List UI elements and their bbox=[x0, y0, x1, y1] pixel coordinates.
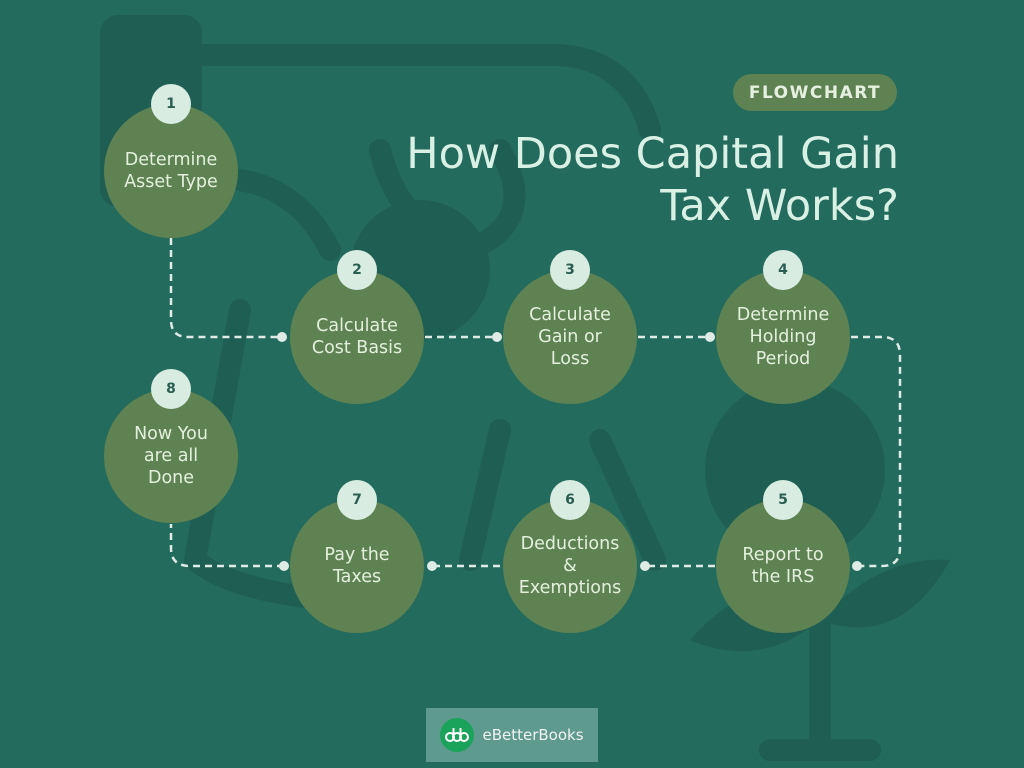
step-2-node: Calculate Cost Basis bbox=[290, 270, 424, 404]
brand-name: eBetterBooks bbox=[482, 726, 584, 744]
step-1-label: Determine Asset Type bbox=[124, 150, 218, 192]
step-7-node: Pay the Taxes bbox=[290, 499, 424, 633]
step-6-number-badge: 6 bbox=[550, 480, 590, 520]
step-8-label: Now You are all Done bbox=[134, 424, 208, 488]
title-line-2: Tax Works? bbox=[660, 181, 899, 231]
step-4-node: Determine Holding Period bbox=[716, 270, 850, 404]
step-2-label: Calculate Cost Basis bbox=[311, 316, 403, 358]
step-5-node: Report to the IRS bbox=[716, 499, 850, 633]
step-5-number-badge: 5 bbox=[763, 480, 803, 520]
connector-dot bbox=[277, 332, 287, 342]
page-title: How Does Capital Gain Tax Works? bbox=[339, 128, 899, 232]
connector-dot bbox=[427, 561, 437, 571]
step-7-label: Pay the Taxes bbox=[324, 545, 390, 587]
step-3-node: Calculate Gain or Loss bbox=[503, 270, 637, 404]
connector-1-2 bbox=[169, 238, 282, 339]
step-8-number-badge: 8 bbox=[151, 369, 191, 409]
flowchart-tag: FLOWCHART bbox=[733, 74, 897, 111]
step-5-label: Report to the IRS bbox=[742, 545, 824, 587]
step-3-number-badge: 3 bbox=[550, 250, 590, 290]
step-6-label: Deductions & Exemptions bbox=[518, 534, 622, 598]
step-2-number-badge: 2 bbox=[337, 250, 377, 290]
connector-dot bbox=[640, 561, 650, 571]
brand-logo: eBetterBooks bbox=[426, 708, 598, 762]
connector-dot bbox=[279, 561, 289, 571]
title-line-1: How Does Capital Gain bbox=[406, 129, 899, 179]
connector-dot bbox=[492, 332, 502, 342]
step-1-number-badge: 1 bbox=[151, 84, 191, 124]
connector-dot bbox=[852, 561, 862, 571]
step-1-node: Determine Asset Type bbox=[104, 104, 238, 238]
step-7-number-badge: 7 bbox=[337, 480, 377, 520]
step-4-number-badge: 4 bbox=[763, 250, 803, 290]
connector-dot bbox=[705, 332, 715, 342]
step-4-label: Determine Holding Period bbox=[736, 305, 830, 369]
connector-7-8 bbox=[169, 524, 284, 568]
connector-4-5 bbox=[851, 335, 902, 568]
step-3-label: Calculate Gain or Loss bbox=[529, 305, 611, 369]
step-6-node: Deductions & Exemptions bbox=[503, 499, 637, 633]
step-8-node: Now You are all Done bbox=[104, 389, 238, 523]
ebb-logo-icon bbox=[440, 718, 475, 752]
